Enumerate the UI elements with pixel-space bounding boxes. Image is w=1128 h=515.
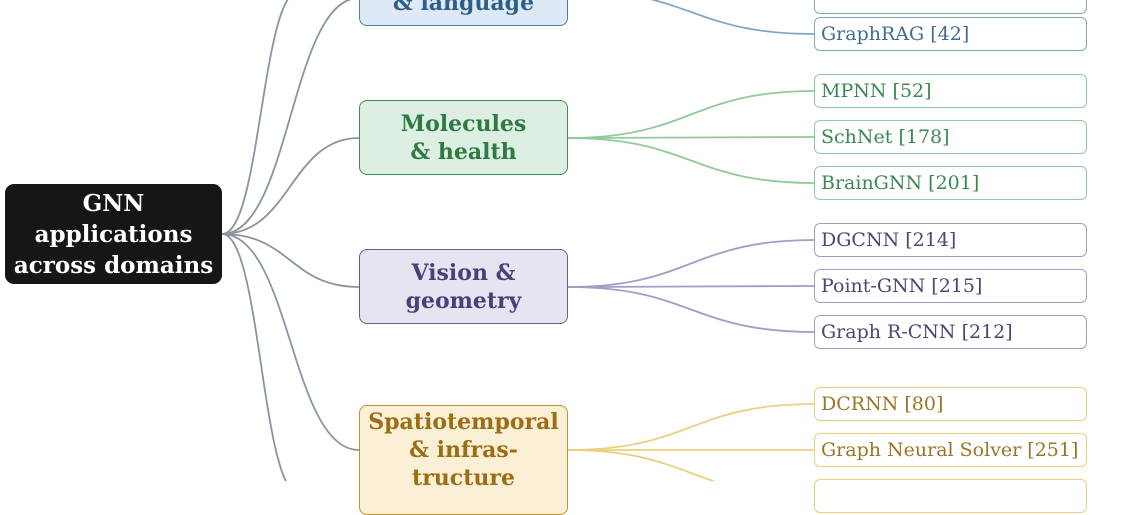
- leaf-dcrnn[interactable]: DCRNN [80]: [814, 387, 1087, 421]
- link-root-molecules: [221, 137, 360, 235]
- link-root-offscreen-top: [221, 0, 289, 235]
- leaf-braingnn[interactable]: BrainGNN [201]: [814, 166, 1087, 200]
- link-vision-point-gnn: [567, 285, 815, 288]
- root-node[interactable]: GNN applications across domains: [5, 184, 222, 284]
- category-molecules-health[interactable]: Molecules & health: [359, 100, 568, 175]
- category-vision-geometry[interactable]: Vision & geometry: [359, 249, 568, 324]
- link-vision-graph-r-cnn: [567, 286, 815, 333]
- leaf-schnet[interactable]: SchNet [178]: [814, 120, 1087, 154]
- link-language-graphrag: [650, 0, 815, 35]
- leaf-graph-r-cnn[interactable]: Graph R-CNN [212]: [814, 315, 1087, 349]
- leaf-point-gnn[interactable]: Point-GNN [215]: [814, 269, 1087, 303]
- link-root-vision: [221, 233, 360, 288]
- leaf-dgcnn[interactable]: DGCNN [214]: [814, 223, 1087, 257]
- link-molecules-braingnn: [567, 137, 815, 184]
- leaf-graphrag[interactable]: GraphRAG [42]: [814, 17, 1087, 51]
- link-spatio-dcrnn: [567, 403, 815, 451]
- link-molecules-mpnn: [567, 90, 815, 139]
- leaf-graph-neural-solver[interactable]: Graph Neural Solver [251]: [814, 433, 1087, 467]
- link-root-offscreen-bottom: [221, 233, 287, 481]
- connector-lines: [221, 0, 815, 481]
- leaf-spatio-partial[interactable]: [814, 479, 1087, 513]
- link-root-language: [221, 0, 353, 235]
- category-language[interactable]: & language: [359, 0, 568, 26]
- link-spatio-partial: [567, 449, 717, 481]
- category-spatiotemporal-infrastructure[interactable]: Spatiotemporal & infras- tructure: [359, 405, 568, 515]
- link-molecules-schnet: [567, 136, 815, 139]
- leaf-language-partial[interactable]: [814, 0, 1087, 14]
- leaf-mpnn[interactable]: MPNN [52]: [814, 74, 1087, 108]
- link-root-spatio: [221, 233, 360, 451]
- link-vision-dgcnn: [567, 239, 815, 288]
